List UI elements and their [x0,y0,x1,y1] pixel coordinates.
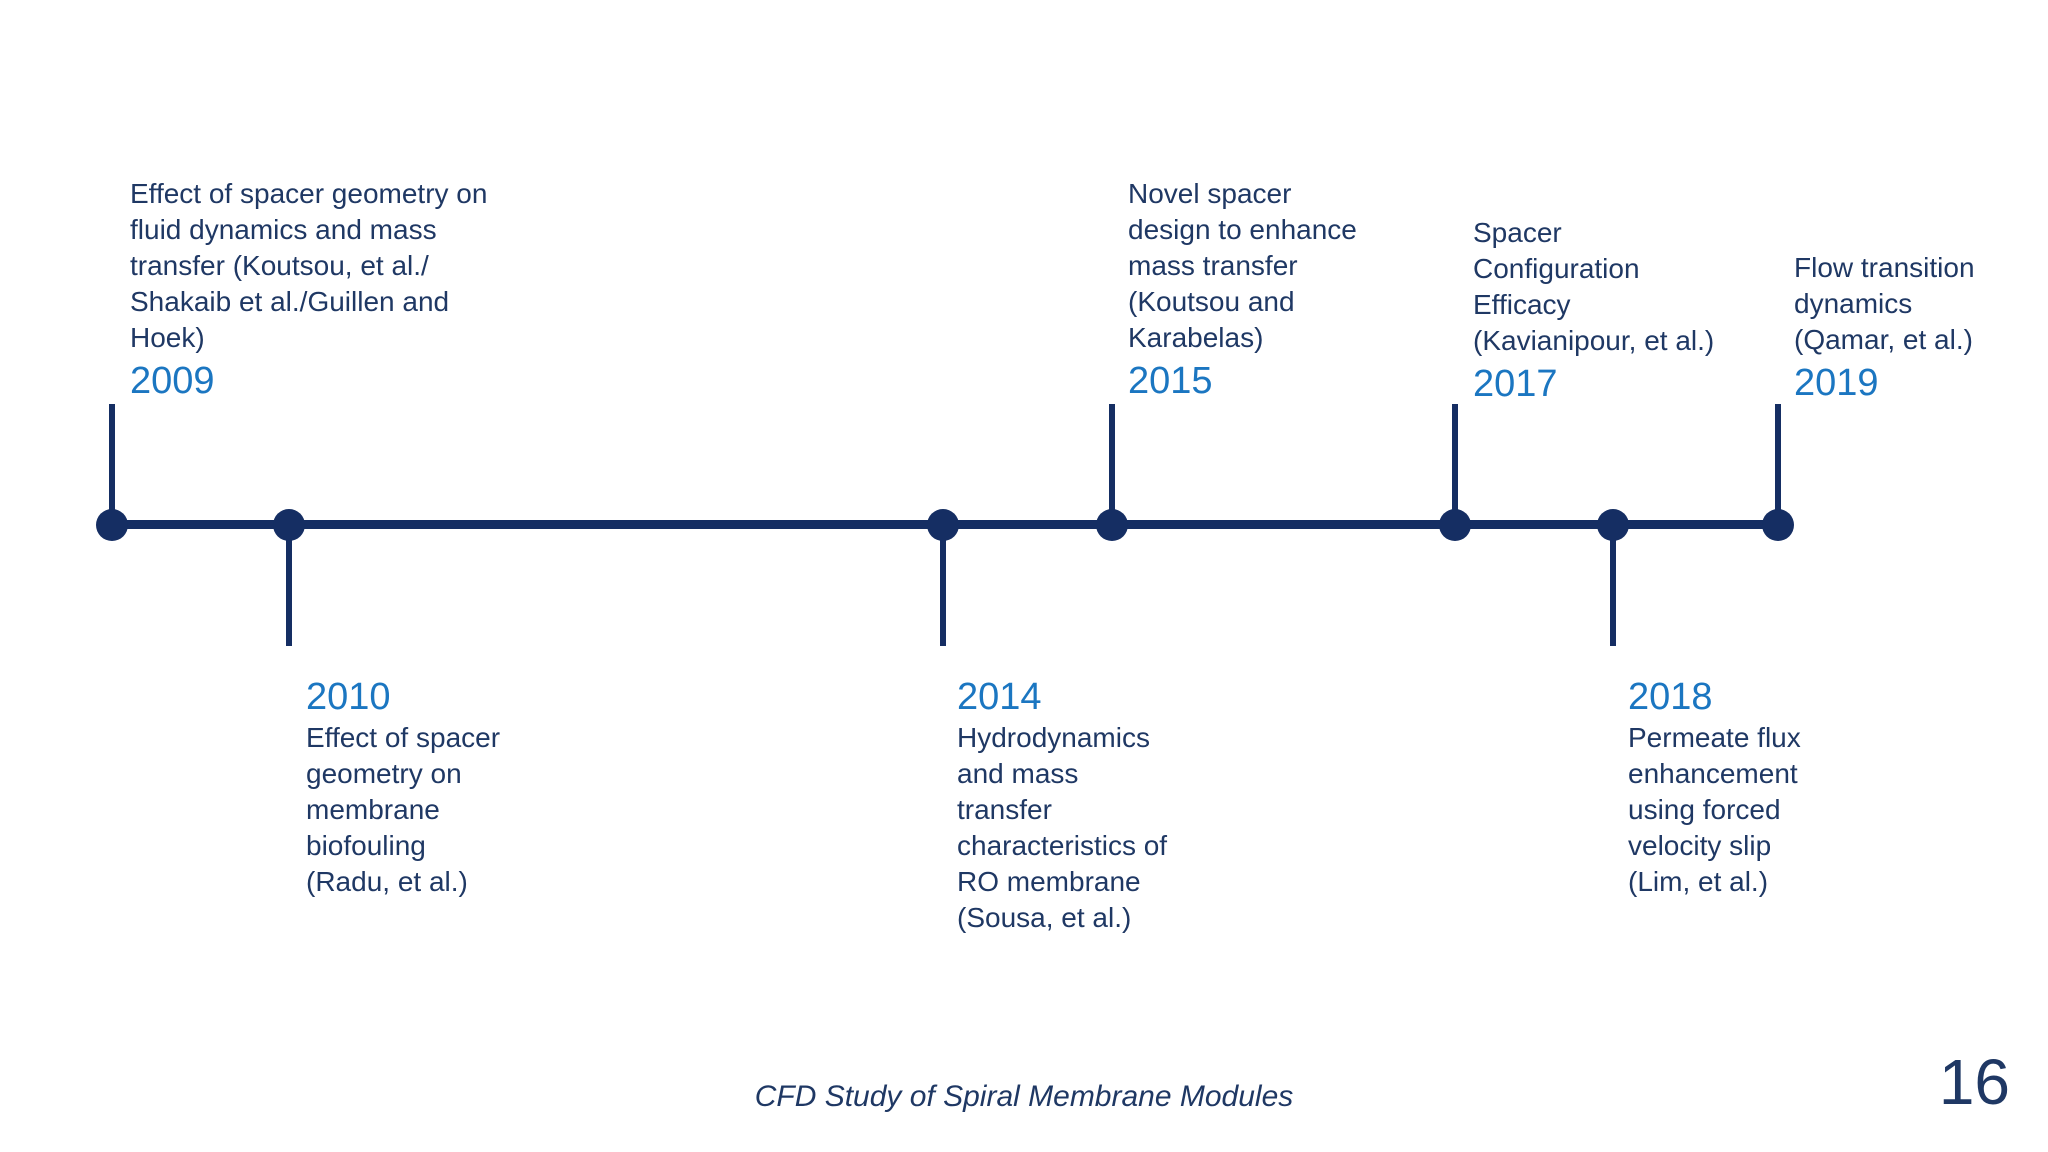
timeline-dot [1439,509,1471,541]
event-label: 2014 Hydrodynamics and mass transfer cha… [957,676,1167,936]
connector-line [1452,404,1458,525]
event-description: Effect of spacer geometry on membrane bi… [306,722,501,897]
connector-line [109,404,115,525]
event-year: 2009 [130,360,215,402]
event-description: Flow transition dynamics (Qamar, et al.) [1794,252,1975,355]
event-label: Flow transition dynamics (Qamar, et al.)… [1794,250,1975,404]
connector-line [940,525,946,646]
event-label: Novel spacer design to enhance mass tran… [1128,176,1357,402]
event-description: Permeate flux enhancement using forced v… [1628,722,1801,897]
event-label: 2010 Effect of spacer geometry on membra… [306,676,500,900]
page-number: 16 [1938,1046,2010,1118]
connector-line [1775,404,1781,525]
event-year: 2017 [1473,363,1558,405]
timeline-dot [273,509,305,541]
event-label: Effect of spacer geometry on fluid dynam… [130,176,487,402]
connector-line [1109,404,1115,525]
event-label: Spacer Configuration Efficacy (Kavianipo… [1473,215,1714,405]
event-year: 2014 [957,676,1042,718]
event-description: Novel spacer design to enhance mass tran… [1128,178,1357,353]
event-label: 2018 Permeate flux enhancement using for… [1628,676,1801,900]
connector-line [1610,525,1616,646]
event-year: 2019 [1794,362,1879,404]
timeline-dot [1762,509,1794,541]
event-year: 2018 [1628,676,1713,718]
timeline-dot [1096,509,1128,541]
timeline-dot [927,509,959,541]
event-year: 2010 [306,676,391,718]
timeline-dot [96,509,128,541]
connector-line [286,525,292,646]
timeline-dot [1597,509,1629,541]
event-description: Spacer Configuration Efficacy (Kavianipo… [1473,217,1715,356]
event-year: 2015 [1128,360,1213,402]
event-description: Effect of spacer geometry on fluid dynam… [130,178,488,353]
event-description: Hydrodynamics and mass transfer characte… [957,722,1168,933]
slide-footer-title: CFD Study of Spiral Membrane Modules [754,1080,1294,1113]
